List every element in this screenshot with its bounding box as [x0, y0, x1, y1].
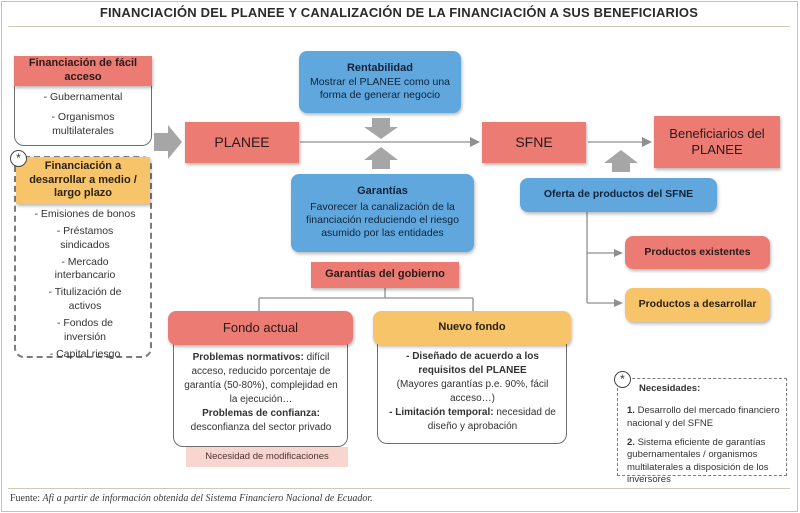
list-item: - Fondos de inversión	[56, 317, 114, 343]
fondo-actual-header: Fondo actual	[168, 311, 353, 345]
rentabilidad-title: Rentabilidad	[346, 62, 413, 74]
fondo-actual-p1-text: difícil acceso, reducido porcentaje de g…	[184, 352, 338, 405]
needs-panel	[617, 378, 787, 476]
easy-finance-list: - Gubernamental - Organismos multilatera…	[18, 91, 148, 139]
list-item: - Gubernamental	[43, 91, 123, 103]
asterisk-marker: *	[10, 150, 27, 167]
source-divider	[8, 488, 790, 489]
nuevo-fondo-panel	[377, 330, 567, 444]
nuevo-fondo-p1-bold-text: Diseñado de acuerdo a los requisitos del…	[412, 351, 539, 376]
nuevo-fondo-p2-bold-text: Limitación temporal:	[395, 407, 494, 418]
sfne-box: SFNE	[482, 122, 586, 163]
develop-finance-list: - Emisiones de bonos - Préstamos sindica…	[24, 208, 146, 362]
fondo-actual-p1-bold: Problemas normativos:	[192, 352, 304, 363]
arrow-oferta-up	[604, 150, 638, 172]
productos-existentes-box: Productos existentes	[625, 236, 770, 269]
list-item: - Titulización de activos	[48, 286, 122, 313]
nuevo-fondo-p1-bold: - Diseñado de acuerdo a los requisitos d…	[406, 351, 539, 376]
garantias-text: Favorecer la canalización de la financia…	[306, 201, 459, 240]
needs-item-text: Desarrollo del mercado financiero nacion…	[627, 405, 780, 429]
needs-item: 1. Desarrollo del mercado financiero nac…	[627, 405, 783, 430]
arrowhead-benef	[642, 137, 652, 147]
garantias-title: Garantías	[357, 185, 408, 198]
fondo-actual-p2-text: desconfianza del sector privado	[190, 422, 332, 433]
list-item: - Emisiones de bonos	[34, 208, 136, 220]
garantias-box: Garantías Favorecer la canalización de l…	[291, 174, 474, 252]
rentabilidad-text: Mostrar el PLANEE como una forma de gene…	[309, 75, 451, 101]
arrow-garantias-up	[364, 147, 398, 169]
fondo-actual-p2-bold: Problemas de confianza:	[202, 408, 320, 419]
nuevo-fondo-header: Nuevo fondo	[373, 311, 571, 345]
list-item: - Capital riesgo	[49, 347, 121, 360]
source-note: Fuente: Afi a partir de información obte…	[10, 493, 373, 504]
easy-finance-panel	[14, 78, 152, 146]
gov-guarantees-box: Garantías del gobierno	[311, 262, 459, 288]
develop-finance-header: Financiación a desarrollar a medio / lar…	[16, 157, 150, 204]
modifications-note: Necesidad de modificaciones	[186, 447, 348, 467]
needs-item-text: Sistema eficiente de garantías gubername…	[627, 437, 769, 486]
source-label: Fuente:	[10, 493, 40, 504]
arrowhead-existentes	[614, 249, 623, 257]
arrow-rentabilidad-down	[364, 118, 398, 139]
needs-item-number: 1.	[627, 405, 635, 417]
list-item: - Préstamos sindicados	[56, 224, 114, 251]
source-text: Afi a partir de información obtenida del…	[42, 493, 373, 504]
nuevo-fondo-p2-text: necesidad de diseño y aprobación	[427, 407, 556, 432]
title-divider	[8, 26, 790, 27]
list-item: - Mercado interbancario	[54, 255, 116, 282]
planee-box: PLANEE	[185, 122, 299, 163]
productos-desarrollar-box: Productos a desarrollar	[625, 288, 770, 322]
arrowhead-desarrollar	[614, 299, 623, 307]
arrow-to-planee	[154, 125, 182, 159]
easy-finance-header: Financiación de fácil acceso	[14, 56, 152, 86]
figure-title: FINANCIACIÓN DEL PLANEE Y CANALIZACIÓN D…	[99, 5, 699, 20]
needs-content: Necesidades: 1. Desarrollo del mercado f…	[627, 383, 783, 486]
list-item: - Organismos multilaterales	[51, 110, 115, 137]
asterisk-marker: *	[614, 371, 631, 388]
oferta-box: Oferta de productos del SFNE	[520, 178, 717, 212]
beneficiaries-box: Beneficiarios del PLANEE	[654, 116, 780, 168]
needs-item: 2. Sistema eficiente de garantías gubern…	[627, 437, 783, 486]
needs-item-number: 2.	[627, 437, 635, 449]
rentabilidad-box: Rentabilidad Mostrar el PLANEE como una …	[299, 51, 461, 113]
fondo-actual-panel	[173, 330, 348, 447]
arrowhead-sfne	[470, 137, 480, 147]
fondo-actual-text: Problemas normativos: difícil acceso, re…	[180, 351, 342, 435]
nuevo-fondo-p1-text: (Mayores garantías p.e. 90%, fácil acces…	[396, 379, 549, 404]
nuevo-fondo-p2-bold: - Limitación temporal:	[389, 407, 494, 418]
needs-title: Necesidades:	[639, 383, 701, 394]
nuevo-fondo-text: - Diseñado de acuerdo a los requisitos d…	[385, 350, 560, 434]
